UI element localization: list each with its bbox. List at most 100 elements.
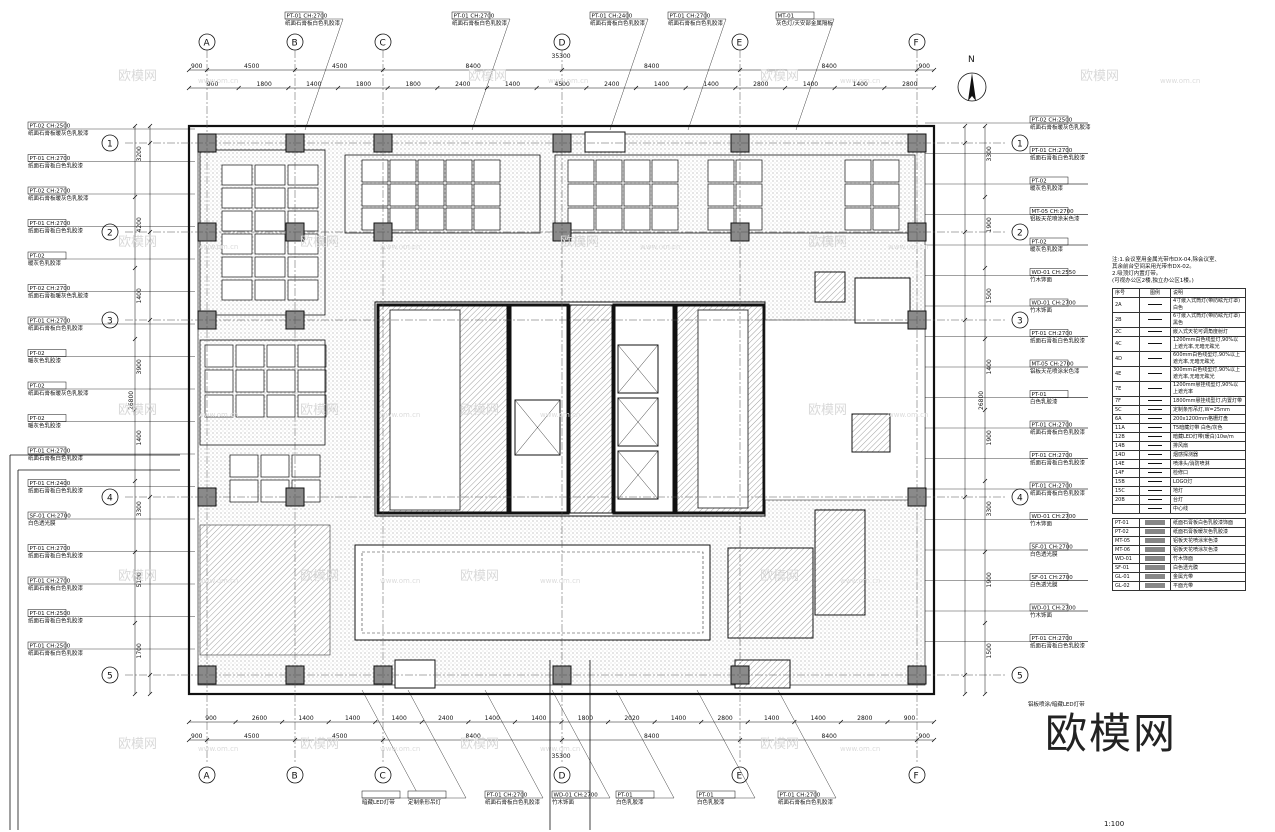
- ceiling-tile: [254, 187, 286, 209]
- legend-code: 7E: [1112, 381, 1140, 397]
- dim-total: 35300: [552, 53, 571, 60]
- dim-tick: [380, 67, 386, 73]
- dim-label: 900: [205, 715, 217, 722]
- material-code: GL-01: [1112, 572, 1140, 582]
- legend-symbol-icon: [1148, 489, 1162, 491]
- material-code: PT-02: [30, 416, 45, 422]
- material-code: PT-01 CH:2700: [30, 546, 71, 552]
- legend-desc: 嵌入式天花可调角度射灯: [1170, 327, 1246, 337]
- material-code: GL-02: [1112, 581, 1140, 591]
- grid-bubble-col: [553, 766, 571, 784]
- legend-symbol: [1139, 459, 1171, 469]
- leader-line: [615, 689, 675, 799]
- material-code: MT-05 CH:2700: [1032, 361, 1075, 367]
- watermark-text: 欧模网: [460, 737, 499, 752]
- leader-line: [687, 18, 727, 131]
- ceiling-tile: [287, 279, 319, 301]
- legend-symbol: [1139, 297, 1171, 313]
- material-text: 纸面石膏板白色乳胶漆: [668, 19, 724, 27]
- material-desc: 金属光带: [1170, 572, 1246, 582]
- material-code: PT-01 CH:2700: [454, 13, 495, 19]
- material-code: PT-02 CH:2500: [1032, 117, 1073, 123]
- material-code: WD-01 CH:2700: [554, 792, 599, 798]
- legend-symbol-icon: [1148, 498, 1162, 500]
- material-code: PT-01 CH:2400: [30, 481, 71, 487]
- watermark-url: www.om.cn: [548, 77, 588, 85]
- material-text: 铝板天花喷涂米色漆: [1030, 215, 1080, 223]
- legend-code: 14F: [1112, 468, 1140, 478]
- legend-code: 20B: [1112, 495, 1140, 505]
- ceiling-tile: [297, 369, 327, 393]
- legend-symbol-icon: [1148, 462, 1162, 464]
- material-swatch-icon: [1145, 555, 1165, 561]
- material-desc: 纸面石膏板白色乳胶漆饰面: [1170, 518, 1246, 528]
- grid-bubble-row: [1011, 223, 1029, 241]
- material-text: 纸面石膏板白色乳胶漆: [1030, 428, 1086, 436]
- legend-desc: 1200mm悬挂线型灯,90%以上遮光率: [1170, 381, 1246, 397]
- material-code: WD-01 CH:2700: [1032, 514, 1077, 520]
- material-swatch-icon: [1145, 582, 1165, 588]
- material-code: PT-01 CH:2700: [1032, 148, 1073, 154]
- ceiling-tile: [235, 394, 265, 418]
- dim-tick: [982, 478, 988, 484]
- dim-tick: [962, 140, 968, 146]
- north-arrow: N: [957, 55, 987, 102]
- material-swatch: [1139, 527, 1171, 537]
- material-text: 白色透光膜: [1030, 581, 1058, 589]
- dim-tick: [385, 85, 390, 91]
- legend-symbol: [1139, 450, 1171, 460]
- grid-bubble-col: [731, 766, 749, 784]
- legend-desc: 喷淋头/消防喷淋: [1170, 459, 1246, 469]
- material-code: PT-02: [30, 351, 45, 357]
- ceiling-tile: [221, 187, 253, 209]
- ceiling-tile: [651, 183, 679, 207]
- ceiling-tile: [651, 159, 679, 183]
- legend-symbol: [1139, 486, 1171, 496]
- material-text: 暖灰色乳胶漆: [28, 357, 62, 365]
- material-text: 纸面石膏板白色乳胶漆: [1030, 337, 1086, 345]
- dim-label: 1800: [578, 715, 593, 722]
- ceiling-tile: [567, 207, 595, 231]
- dim-tick: [204, 67, 210, 73]
- material-text: 纸面石膏板暖灰色乳胶漆: [28, 129, 89, 137]
- ceiling-tile: [417, 207, 445, 231]
- dim-tick: [147, 672, 153, 678]
- watermark-text: 欧模网: [460, 403, 499, 418]
- material-swatch: [1139, 572, 1171, 582]
- material-code: PT-01 CH:2700: [287, 13, 328, 19]
- leader-line: [551, 689, 611, 799]
- legend-desc: 排风扇: [1170, 441, 1246, 451]
- material-text: 竹木饰面: [552, 798, 575, 806]
- legend-code: 2B: [1112, 312, 1140, 328]
- dim-tick: [132, 194, 138, 200]
- material-desc: 白色透光膜: [1170, 563, 1246, 573]
- ceiling-tile: [266, 369, 296, 393]
- material-text: 纸面石膏板暖灰色乳胶漆: [28, 292, 89, 300]
- grid-col-label: F: [914, 39, 919, 49]
- dim-label: 2600: [252, 715, 267, 722]
- legend-code: 14D: [1112, 450, 1140, 460]
- dim-tick: [292, 737, 298, 743]
- legend-row: 中心线: [1112, 504, 1246, 514]
- material-code: PT-01 CH:2700: [30, 221, 71, 227]
- legend-symbol-icon: [1148, 453, 1162, 455]
- legend-note: 其余前台空间采用光带市DX-02。: [1112, 264, 1195, 270]
- dim-label: 3300: [136, 501, 143, 516]
